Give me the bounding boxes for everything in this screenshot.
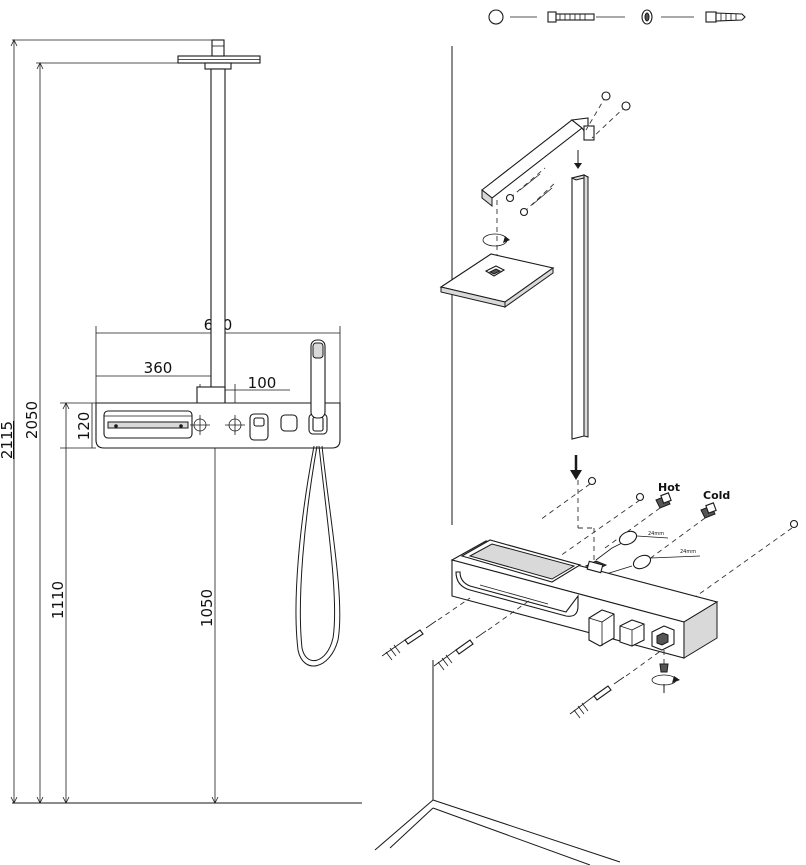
panel-cap-b xyxy=(635,492,645,502)
cold-inlet-fitting xyxy=(700,502,717,519)
assembly-flow-knob xyxy=(619,619,645,647)
thermostatic-panel xyxy=(450,539,719,659)
arm-screws xyxy=(505,167,557,217)
screw-icon xyxy=(547,11,595,23)
cap-icon xyxy=(488,9,504,25)
guide-cap-a xyxy=(539,483,591,521)
panel-cap-c xyxy=(789,519,799,529)
shower-hose-inner xyxy=(299,445,336,662)
cap-a xyxy=(601,91,611,101)
down-arrow-riser xyxy=(574,150,582,169)
anchor-set-middle xyxy=(433,599,531,671)
label-cold: Cold xyxy=(703,489,730,502)
assembly-view: Hot Cold 24mm 24mm xyxy=(374,9,799,865)
temperature-knob xyxy=(249,413,269,441)
washer-icon xyxy=(641,9,653,25)
dimension-arrows-total xyxy=(10,39,18,804)
hot-inlet-fitting xyxy=(655,492,672,509)
hardware-legend xyxy=(488,9,746,25)
wall-plug-icon xyxy=(705,11,746,23)
dim-total-height: 2115 xyxy=(0,421,16,459)
dim-shelf-top: 1110 xyxy=(49,581,67,619)
dim-valve-spacing: 100 xyxy=(248,374,277,392)
valve-center-right xyxy=(225,415,245,435)
floor-corner xyxy=(374,799,621,863)
hand-shower-holder xyxy=(308,413,328,435)
guide-cap-b xyxy=(559,499,641,557)
down-arrow-panel xyxy=(570,455,582,480)
cap-guide-b xyxy=(591,105,627,139)
dim-panel-height: 120 xyxy=(75,412,93,441)
thermostatic-panel-front xyxy=(95,402,341,449)
valve-center-left xyxy=(190,415,210,435)
hand-shower xyxy=(310,339,326,419)
floor-corner-inner xyxy=(389,807,591,865)
label-hot: Hot xyxy=(658,481,680,494)
guide-hot xyxy=(604,507,661,549)
cold-connector xyxy=(605,554,701,575)
rotation-arrow-top xyxy=(482,233,510,247)
rain-shower-head-side xyxy=(177,39,261,70)
riser-pipe xyxy=(196,68,226,408)
cap-guide-a xyxy=(585,95,607,131)
panel-cap-a xyxy=(587,476,597,486)
rain-shower-head xyxy=(439,253,555,308)
cap-b xyxy=(621,101,631,111)
assembly-holder xyxy=(651,625,675,651)
label-nut-size-hot: 24mm xyxy=(648,531,664,537)
bottom-outlet xyxy=(651,650,680,693)
shower-arm xyxy=(481,117,595,208)
dim-arm-offset: 360 xyxy=(144,359,173,377)
dim-head-height: 2050 xyxy=(23,401,41,439)
dimension-arrows-head xyxy=(36,62,44,804)
assembly-temperature-knob xyxy=(588,609,615,647)
guide-cold xyxy=(647,517,706,561)
label-nut-size-cold: 24mm xyxy=(680,549,696,555)
flow-knob xyxy=(280,414,298,432)
anchor-set-upper xyxy=(381,597,471,661)
dim-shelf-base: 1050 xyxy=(198,589,216,627)
riser-bar xyxy=(570,174,590,440)
elevation-view: 2115 2050 1110 120 1050 680 360 100 xyxy=(0,39,362,804)
hot-connector xyxy=(595,530,669,561)
dimension-arrow-shelf-base xyxy=(211,796,219,804)
anchor-set-lower xyxy=(569,649,663,719)
shower-hose xyxy=(295,445,341,667)
